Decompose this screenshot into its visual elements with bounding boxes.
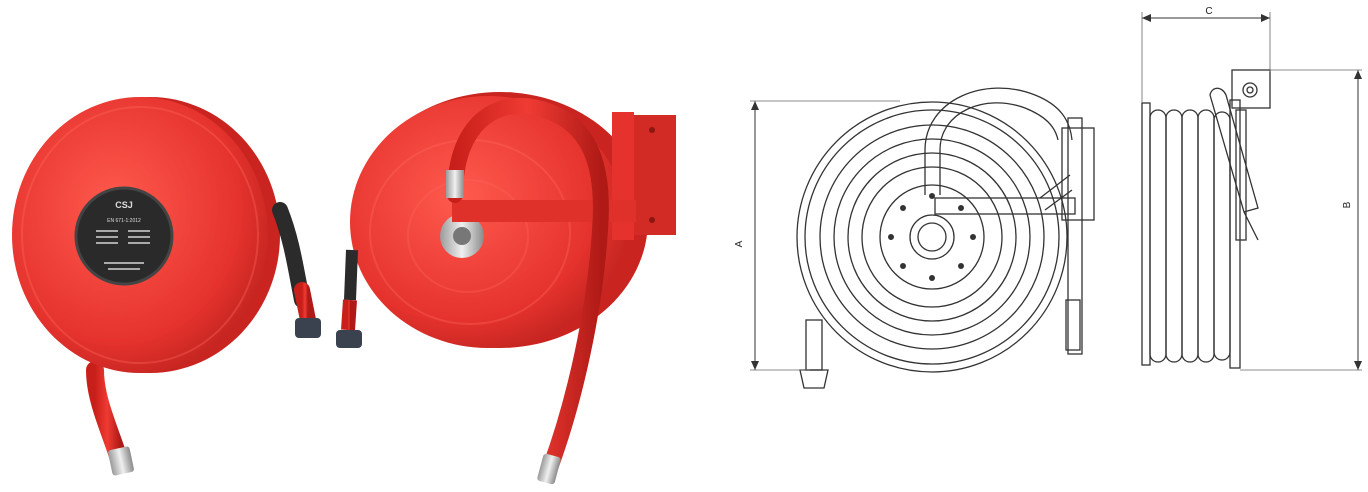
dimension-c: C	[1141, 6, 1271, 103]
dimension-b: B	[1240, 69, 1362, 371]
nozzle	[295, 318, 321, 338]
reel2-nozzle	[336, 330, 362, 348]
reel2-coupling	[537, 453, 561, 485]
dimension-b-label: B	[1342, 201, 1353, 208]
badge-brand: CSJ	[115, 200, 133, 210]
hose-coupling	[108, 446, 134, 476]
hose-arch	[447, 97, 609, 476]
hanging-hose	[86, 361, 129, 471]
dimension-a: A	[734, 100, 900, 371]
dimension-a-label: A	[734, 240, 745, 247]
badge-standard: EN 671-1:2012	[107, 218, 141, 224]
dimension-c-label: C	[1205, 6, 1212, 17]
front-view-drawing	[796, 87, 1095, 389]
reel-swing-photo	[336, 92, 676, 485]
hose-swivel	[446, 170, 464, 198]
reel-front-photo: CSJ EN 671-1:2012	[12, 97, 321, 476]
side-view-drawing	[1141, 69, 1271, 369]
swing-arm	[452, 200, 636, 222]
reel-badge	[74, 186, 174, 286]
